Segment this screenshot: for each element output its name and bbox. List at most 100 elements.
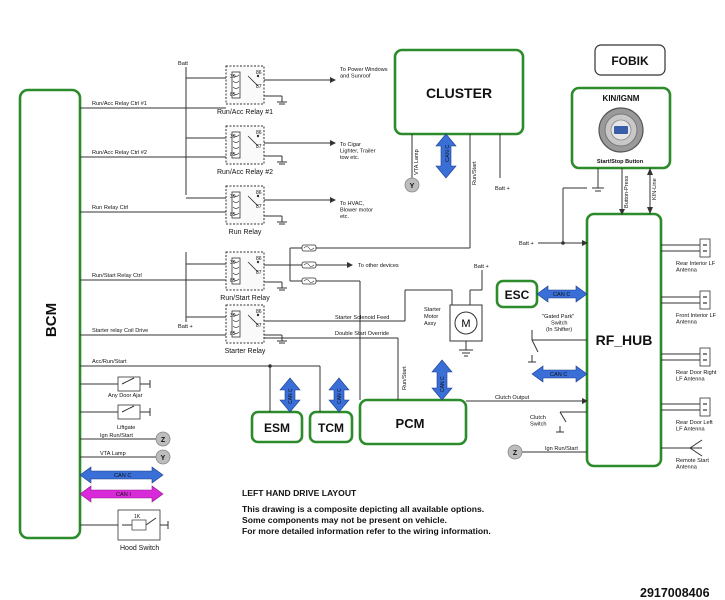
y-connector-bcm: VTA Lamp Y — [80, 449, 171, 465]
button-press-label: Button-Press — [624, 175, 630, 208]
esm-label: ESM — [264, 421, 290, 435]
relay-pin-label: 86 — [256, 70, 262, 76]
relay-pin-label: 87 — [256, 323, 262, 329]
bcm-can-c-bus: CAN C — [79, 466, 164, 484]
cluster-can-arrow: CAN C — [435, 133, 457, 179]
pcm-module: PCM — [358, 398, 468, 446]
ctrl-label-4: Run/Start Relay Ctrl — [92, 273, 142, 279]
starter-solenoid-feed-label: Starter Solenoid Feed — [335, 315, 389, 321]
relay-pin-label: 30 — [230, 74, 236, 80]
antenna-icon — [689, 439, 703, 449]
tcm-can-arrow: CAN C — [328, 377, 350, 413]
any-door-ajar-switch: Any Door Ajar — [80, 376, 151, 399]
clutch-output-label: Clutch Output — [495, 395, 530, 401]
bcm-module: BCM — [18, 88, 82, 540]
ctrl-label-5: Starter relay Coil Drive — [92, 328, 148, 334]
pcm-rf-can-arrow: CAN C — [531, 365, 588, 383]
relay-name-label: Run Relay — [229, 229, 262, 236]
z-connector-rf: Ign Run/Start Z — [507, 444, 587, 460]
motor-icon — [454, 311, 478, 335]
notes-line2: Some components may not be present on ve… — [242, 515, 447, 525]
notes-line1: This drawing is a composite depicting al… — [242, 504, 484, 514]
relay-pin-label: 30 — [230, 313, 236, 319]
acc-run-start-label: Acc/Run/Start — [92, 359, 127, 365]
rf-hub-can-label: CAN C — [550, 372, 567, 378]
gated-park-switch: "Gated Park"Switch(In Shifter) — [528, 314, 587, 363]
bcm-can-i-label: CAN I — [116, 492, 131, 498]
relay-pin-label: 30 — [230, 194, 236, 200]
load-label-4: To other devices — [358, 263, 399, 269]
ctrl-label-2: Run/Acc Relay Ctrl #2 — [92, 150, 147, 156]
kin-line-label: KIN-Line — [652, 178, 658, 200]
notes-title: LEFT HAND DRIVE LAYOUT — [242, 488, 357, 498]
cluster-wires: VTA Lamp Run/Start Batt + — [411, 134, 510, 192]
bcm-can-i-bus: CAN I — [79, 485, 164, 503]
fobik-label: FOBIK — [611, 54, 649, 68]
relay-pin-label: 85 — [230, 278, 236, 284]
relay-pin-label: 85 — [230, 152, 236, 158]
notes-line3: For more detailed information refer to t… — [242, 526, 491, 536]
relay-pin-label: 86 — [256, 309, 262, 315]
relay-name-label: Run/Acc Relay #2 — [217, 169, 273, 176]
z-connector-bcm: Ign Run/Start Z — [80, 431, 171, 447]
tcm-can-label: CAN C — [337, 388, 343, 404]
esm-can-label: CAN C — [288, 388, 294, 404]
batt-plus-starter-label: Batt + — [178, 324, 193, 330]
cluster-module: CLUSTER — [393, 48, 525, 136]
kin-ignm-wires: Button-Press KIN-Line — [592, 168, 658, 215]
relay-pin-label: 85 — [230, 331, 236, 337]
relay-pin-label: 87 — [256, 204, 262, 210]
relay-pin-label: 87 — [256, 144, 262, 150]
esm-can-arrow: CAN C — [279, 377, 301, 413]
relay-pin-label: 86 — [256, 130, 262, 136]
batt-bus: Batt Batt + — [178, 61, 193, 330]
relay-pin-label: 30 — [230, 260, 236, 266]
run-start-pcm-label: Run/Start — [402, 366, 408, 390]
relay-ctrl-wires: Run/Acc Relay Ctrl #1 Run/Acc Relay Ctrl… — [80, 101, 226, 336]
liftgate-switch: Liftgate — [80, 404, 151, 431]
y-connector-cluster: Y — [404, 177, 420, 193]
hood-switch-label: Hood Switch — [120, 545, 159, 552]
batt-label: Batt — [178, 61, 188, 67]
svg-text:M: M — [461, 318, 470, 330]
double-start-override-label: Double Start Override — [335, 331, 389, 337]
liftgate-label: Liftgate — [117, 425, 135, 431]
cluster-label: CLUSTER — [426, 85, 492, 101]
relay-pin-label: 86 — [256, 256, 262, 262]
ctrl-label-3: Run Relay Ctrl — [92, 205, 128, 211]
esc-label: ESC — [505, 288, 530, 302]
gated-park-label: "Gated Park"Switch(In Shifter) — [542, 314, 574, 333]
pcm-label: PCM — [396, 416, 425, 431]
svg-text:Z: Z — [513, 450, 518, 457]
vta-lamp-label: VTA Lamp — [414, 149, 420, 175]
document-number: 2917008406 — [640, 586, 710, 600]
any-door-ajar-label: Any Door Ajar — [108, 393, 143, 399]
run-start-cluster-label: Run/Start — [472, 161, 478, 185]
batt-plus-rf-label: Batt + — [519, 241, 534, 247]
relay-pin-label: 87 — [256, 84, 262, 90]
antenna-connector-icon — [699, 290, 711, 310]
start-stop-button-label: Start/Stop Button — [597, 159, 644, 165]
antenna-connector-icon — [699, 238, 711, 258]
bcm-can-c-label: CAN C — [114, 473, 131, 479]
acc-run-start-wires: Acc/Run/Start — [80, 359, 321, 412]
tcm-label: TCM — [318, 421, 344, 435]
kin-ignm-label: KIN/IGNM — [603, 94, 640, 103]
vta-lamp-bcm-label: VTA Lamp — [100, 451, 126, 457]
rf-hub-batt: Batt + — [519, 187, 588, 247]
